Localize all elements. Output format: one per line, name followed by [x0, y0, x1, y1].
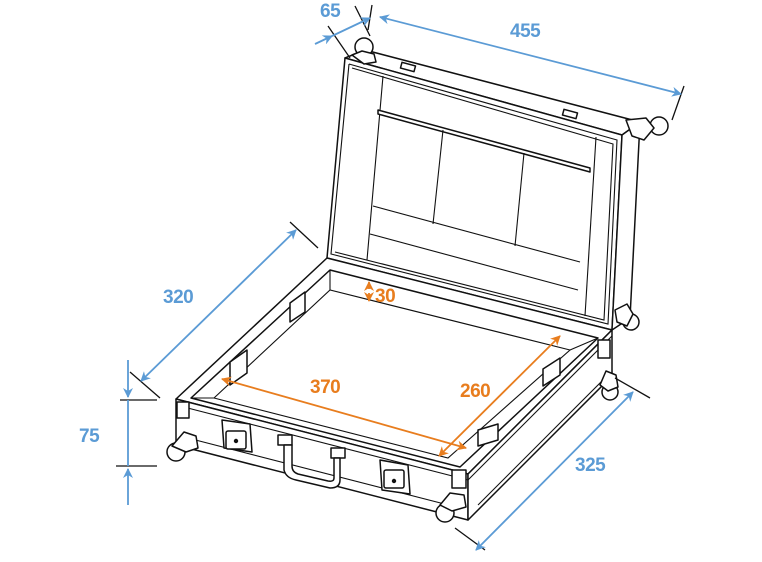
inner-dimensions: 30 370 260	[221, 281, 561, 457]
latch-left	[221, 419, 253, 453]
dim-label-65: 65	[320, 1, 341, 22]
dim-label-30: 30	[375, 286, 395, 307]
corner-bracket-icon	[176, 401, 190, 419]
dim-label-260: 260	[460, 381, 490, 402]
case-lid	[326, 37, 669, 331]
dim-label-455: 455	[510, 21, 541, 42]
dim-label-320: 320	[163, 287, 193, 308]
corner-bracket-icon	[451, 469, 467, 489]
latch-right	[379, 459, 411, 495]
outer-dimensions: 65 455 320 75 325	[79, 1, 685, 551]
dim-label-370: 370	[310, 377, 340, 398]
dim-label-325: 325	[575, 455, 606, 476]
dim-label-75: 75	[79, 426, 100, 447]
corner-bracket-icon	[597, 339, 611, 359]
